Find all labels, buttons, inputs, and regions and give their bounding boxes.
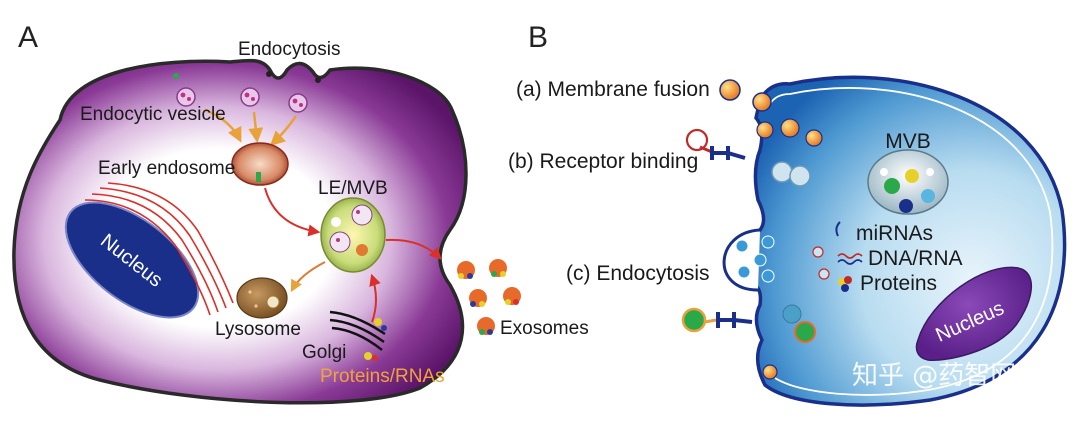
label-membrane-fusion: (a) Membrane fusion xyxy=(516,78,710,101)
panel-b-letter: B xyxy=(528,21,548,54)
arrow-golgi-to-mvb xyxy=(369,273,381,323)
label-early-endosome: Early endosome xyxy=(98,158,235,179)
label-golgi: Golgi xyxy=(302,342,346,363)
protein-icon xyxy=(838,276,852,292)
exosome xyxy=(457,261,475,279)
label-proteins: Proteins xyxy=(860,272,937,295)
golgi xyxy=(329,310,387,361)
receptor-particles xyxy=(681,304,816,380)
label-lysosome: Lysosome xyxy=(215,319,301,340)
membrane-fusion xyxy=(719,79,823,147)
nucleus-a: Nucleus xyxy=(64,201,200,319)
endocytic-vesicles xyxy=(176,87,308,113)
nucleus-b: Nucleus xyxy=(915,266,1033,361)
receptor-binding xyxy=(685,128,811,187)
mvb-b: MVB xyxy=(867,130,949,215)
label-le-mvb: LE/MVB xyxy=(318,178,388,199)
arrow-mvb-to-lysosome xyxy=(290,261,326,293)
endoplasmic-reticulum xyxy=(84,182,234,316)
arrow-endosome-to-mvb xyxy=(264,187,321,237)
cargo-icons xyxy=(835,221,863,292)
exosome xyxy=(489,259,507,277)
dna-rna-icon xyxy=(837,253,863,259)
label-endocytic-vesicle: Endocytic vesicle xyxy=(80,104,226,125)
exosome xyxy=(469,289,487,307)
vesicle-arrows xyxy=(204,108,298,147)
label-endocytosis-b: (c) Endocytosis xyxy=(566,262,710,285)
label-proteins-rnas: Proteins/RNAs xyxy=(320,366,445,387)
arrow-mvb-to-exosomes xyxy=(385,238,442,260)
watermark: 知乎 @药智网 xyxy=(852,361,1016,391)
label-exosomes: Exosomes xyxy=(500,318,589,339)
exosomes xyxy=(457,259,521,335)
mirna-icon xyxy=(835,221,841,237)
le-mvb xyxy=(320,197,386,273)
vesicle-2 xyxy=(240,87,260,107)
panel-a-letter: A xyxy=(18,21,38,54)
label-mvb-b: MVB xyxy=(885,130,931,153)
label-receptor-binding: (b) Receptor binding xyxy=(508,150,698,173)
exosome xyxy=(503,287,521,305)
vesicle-3 xyxy=(288,93,308,113)
label-endocytosis-a: Endocytosis xyxy=(238,39,340,60)
exosome xyxy=(477,317,495,335)
early-endosome xyxy=(231,142,289,186)
lysosome xyxy=(236,277,288,319)
endocytosis-pit xyxy=(722,228,830,292)
label-mirnas: miRNAs xyxy=(856,222,933,245)
label-dna-rna: DNA/RNA xyxy=(868,247,963,270)
vesicle-1 xyxy=(176,87,196,107)
